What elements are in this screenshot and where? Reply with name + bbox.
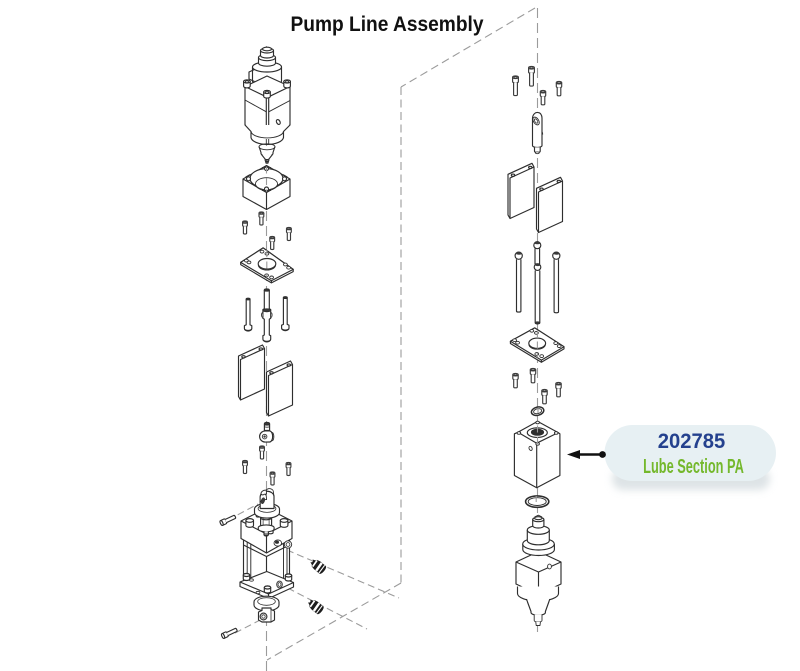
svg-text:Pump Line Assembly: Pump Line Assembly xyxy=(291,12,484,36)
svg-text:Lube Section PA: Lube Section PA xyxy=(643,455,744,478)
svg-text:202785: 202785 xyxy=(658,429,726,453)
